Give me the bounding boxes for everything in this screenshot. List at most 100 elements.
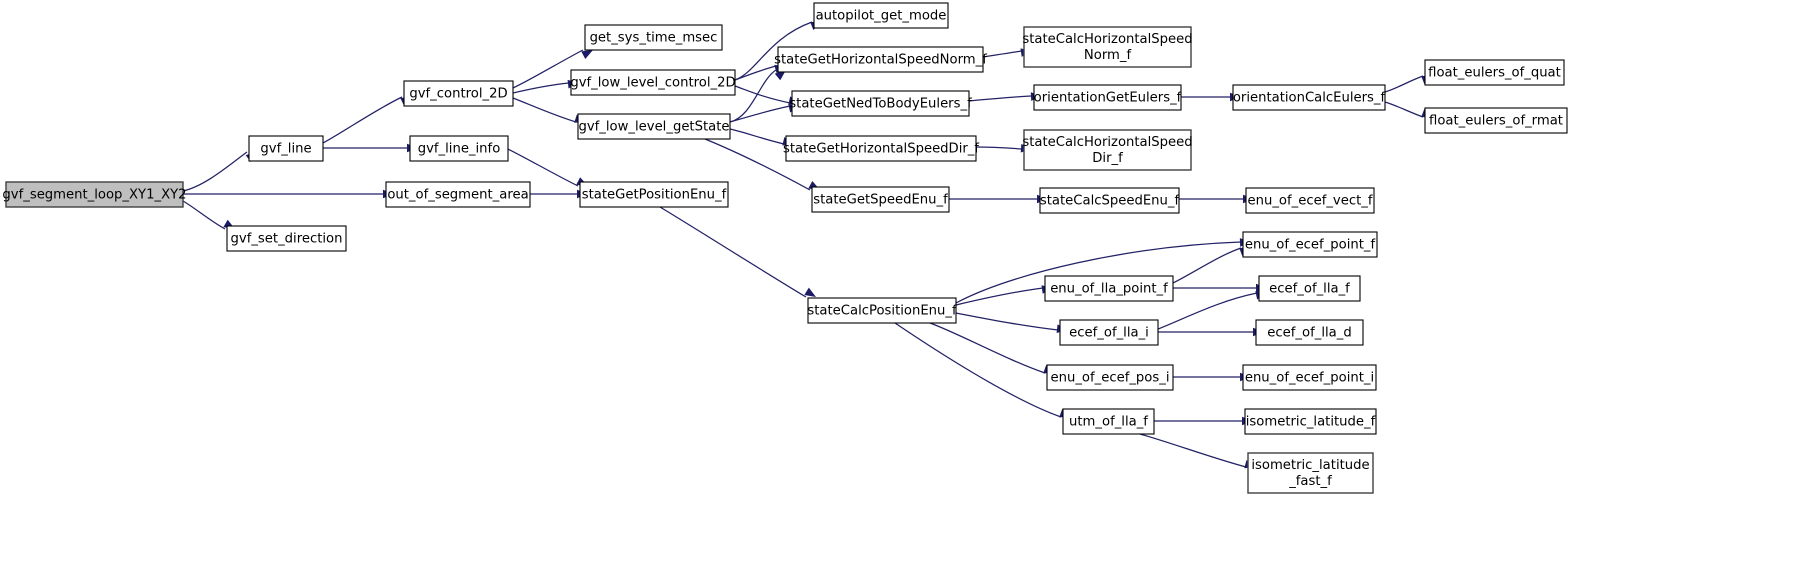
node-stateGetNedToBodyEulers_f[interactable]: stateGetNedToBodyEulers_f	[789, 90, 972, 117]
node-box[interactable]	[584, 24, 723, 51]
node-box[interactable]	[1059, 319, 1159, 346]
node-box[interactable]	[811, 186, 950, 213]
node-label: float_eulers_of_rmat	[1429, 114, 1563, 129]
node-enu_of_ecef_point_f[interactable]: enu_of_ecef_point_f	[1242, 231, 1378, 258]
node-box[interactable]	[1039, 187, 1180, 214]
node-stateGetSpeedEnu_f[interactable]: stateGetSpeedEnu_f	[811, 186, 950, 213]
node-box[interactable]	[577, 113, 731, 140]
node-box[interactable]	[1247, 452, 1374, 494]
node-gvf_low_level_control_2D[interactable]: gvf_low_level_control_2D	[570, 69, 736, 96]
node-gvf_set_direction[interactable]: gvf_set_direction	[226, 225, 347, 252]
node-gvf_line_info[interactable]: gvf_line_info	[409, 135, 509, 162]
node-box[interactable]	[785, 135, 977, 162]
node-box[interactable]	[403, 80, 514, 107]
node-ecef_of_lla_i[interactable]: ecef_of_lla_i	[1059, 319, 1159, 346]
nodes-layer: gvf_segment_loop_XY1_XY2 gvf_line out_of_s…	[2, 2, 1568, 494]
node-gvf_control_2D[interactable]: gvf_control_2D	[403, 80, 514, 107]
node-label: float_eulers_of_quat	[1428, 66, 1561, 81]
node-box[interactable]	[1023, 129, 1192, 171]
node-isometric_latitude_fast_f[interactable]: isometric_latitude_fast_f	[1247, 452, 1374, 494]
node-gvf_low_level_getState[interactable]: gvf_low_level_getState	[577, 113, 731, 140]
edge-line	[734, 21, 813, 81]
node-stateGetHorizontalSpeedDir_f[interactable]: stateGetHorizontalSpeedDir_f	[783, 135, 979, 162]
node-box[interactable]	[807, 297, 957, 324]
node-autopilot_get_mode[interactable]: autopilot_get_mode	[813, 2, 949, 29]
node-stateGetHorizontalSpeedNorm_f[interactable]: stateGetHorizontalSpeedNorm_f	[774, 46, 987, 73]
node-box[interactable]	[385, 181, 531, 208]
edge-arrowhead	[774, 70, 786, 81]
node-box[interactable]	[1245, 187, 1375, 214]
edge-line	[322, 96, 403, 144]
node-box[interactable]	[813, 2, 949, 29]
edge-line	[1139, 433, 1247, 468]
edge-line	[659, 206, 807, 298]
edge-line	[512, 97, 577, 123]
node-orientationGetEulers_f[interactable]: orientationGetEulers_f	[1033, 84, 1182, 111]
node-enu_of_ecef_point_i[interactable]: enu_of_ecef_point_i	[1242, 364, 1377, 391]
node-box[interactable]	[579, 181, 729, 208]
node-stateCalcSpeedEnu_f[interactable]: stateCalcSpeedEnu_f	[1039, 187, 1180, 214]
node-box[interactable]	[248, 135, 324, 162]
node-box[interactable]	[1242, 364, 1377, 391]
node-box[interactable]	[1062, 408, 1155, 435]
edge-n1-to-n5	[323, 143, 418, 153]
node-enu_of_ecef_vect_f[interactable]: enu_of_ecef_vect_f	[1245, 187, 1375, 214]
node-box[interactable]	[1255, 319, 1364, 346]
edge-n12-to-n16	[968, 92, 1042, 102]
node-stateCalcPositionEnu_f[interactable]: stateCalcPositionEnu_f	[807, 297, 957, 324]
edge-line	[1157, 292, 1258, 330]
node-box[interactable]	[226, 225, 347, 252]
node-label: stateCalcHorizontalSpeed	[1022, 135, 1192, 150]
node-label: ecef_of_lla_d	[1267, 326, 1351, 341]
node-get_sys_time_msec[interactable]: get_sys_time_msec	[584, 24, 723, 51]
node-box[interactable]	[1424, 59, 1565, 86]
node-stateGetPositionEnu_f[interactable]: stateGetPositionEnu_f	[579, 181, 729, 208]
node-box[interactable]	[570, 69, 736, 96]
node-box[interactable]	[1033, 84, 1182, 111]
node-gvf_segment_loop_XY1_XY2[interactable]: gvf_segment_loop_XY1_XY2	[2, 181, 187, 208]
edge-line	[1172, 247, 1242, 284]
node-ecef_of_lla_f[interactable]: ecef_of_lla_f	[1258, 275, 1361, 302]
node-enu_of_ecef_pos_i[interactable]: enu_of_ecef_pos_i	[1046, 364, 1174, 391]
edge-line	[894, 322, 1062, 418]
edge-n24-to-n29	[1173, 283, 1267, 293]
node-box[interactable]	[409, 135, 509, 162]
node-box[interactable]	[5, 181, 184, 208]
node-box[interactable]	[791, 90, 970, 117]
edge-n9-to-n23	[659, 206, 816, 298]
node-ecef_of_lla_d[interactable]: ecef_of_lla_d	[1255, 319, 1364, 346]
edge-line	[182, 151, 248, 192]
node-float_eulers_of_rmat[interactable]: float_eulers_of_rmat	[1424, 107, 1568, 134]
node-box[interactable]	[1244, 408, 1377, 435]
edge-n23-to-n26	[929, 322, 1055, 374]
node-gvf_line[interactable]: gvf_line	[248, 135, 324, 162]
node-box[interactable]	[1242, 231, 1378, 258]
node-box[interactable]	[1046, 364, 1174, 391]
edge-arrowhead	[581, 50, 593, 59]
node-orientationCalcEulers_f[interactable]: orientationCalcEulers_f	[1232, 84, 1386, 111]
node-box[interactable]	[1044, 275, 1174, 302]
edge-n14-to-n18	[949, 194, 1048, 204]
node-label: gvf_set_direction	[231, 232, 343, 247]
edge-line	[955, 287, 1044, 306]
node-box[interactable]	[1258, 275, 1361, 302]
edge-line	[729, 105, 791, 123]
node-float_eulers_of_quat[interactable]: float_eulers_of_quat	[1424, 59, 1565, 86]
node-label: enu_of_ecef_point_i	[1245, 371, 1374, 386]
node-box[interactable]	[777, 46, 984, 73]
node-label: gvf_low_level_getState	[578, 120, 729, 135]
edge-n18-to-n20	[1179, 194, 1254, 204]
node-out_of_segment_area[interactable]: out_of_segment_area	[385, 181, 531, 208]
node-box[interactable]	[1232, 84, 1386, 111]
node-enu_of_lla_point_f[interactable]: enu_of_lla_point_f	[1044, 275, 1174, 302]
edge-n8-to-n11	[729, 69, 786, 123]
node-box[interactable]	[1023, 26, 1192, 68]
node-utm_of_lla_f[interactable]: utm_of_lla_f	[1062, 408, 1155, 435]
node-box[interactable]	[1424, 107, 1568, 134]
node-isometric_latitude_f[interactable]: isometric_latitude_f	[1244, 408, 1377, 435]
edge-line	[1384, 101, 1424, 118]
